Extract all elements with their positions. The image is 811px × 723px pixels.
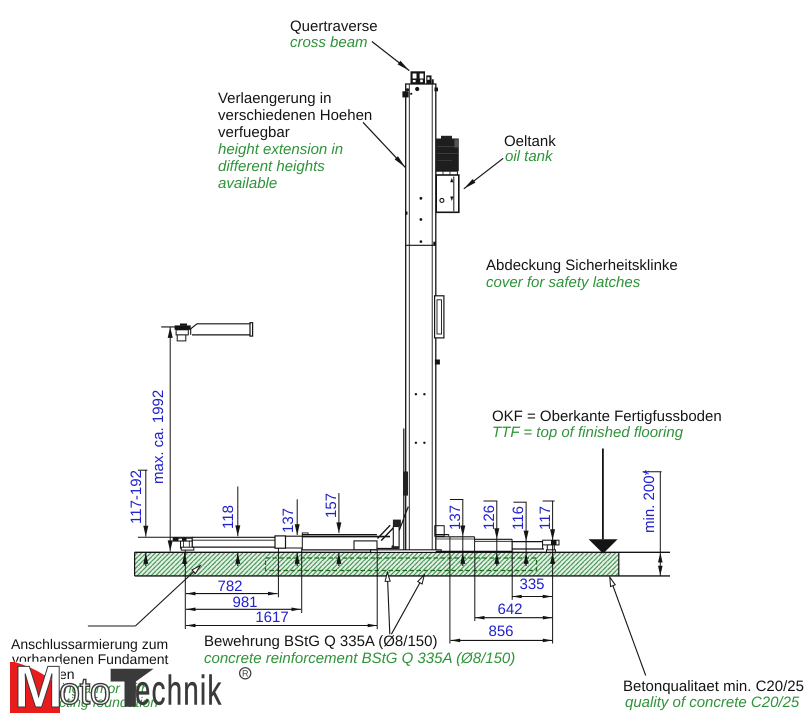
svg-text:R: R bbox=[242, 669, 249, 679]
